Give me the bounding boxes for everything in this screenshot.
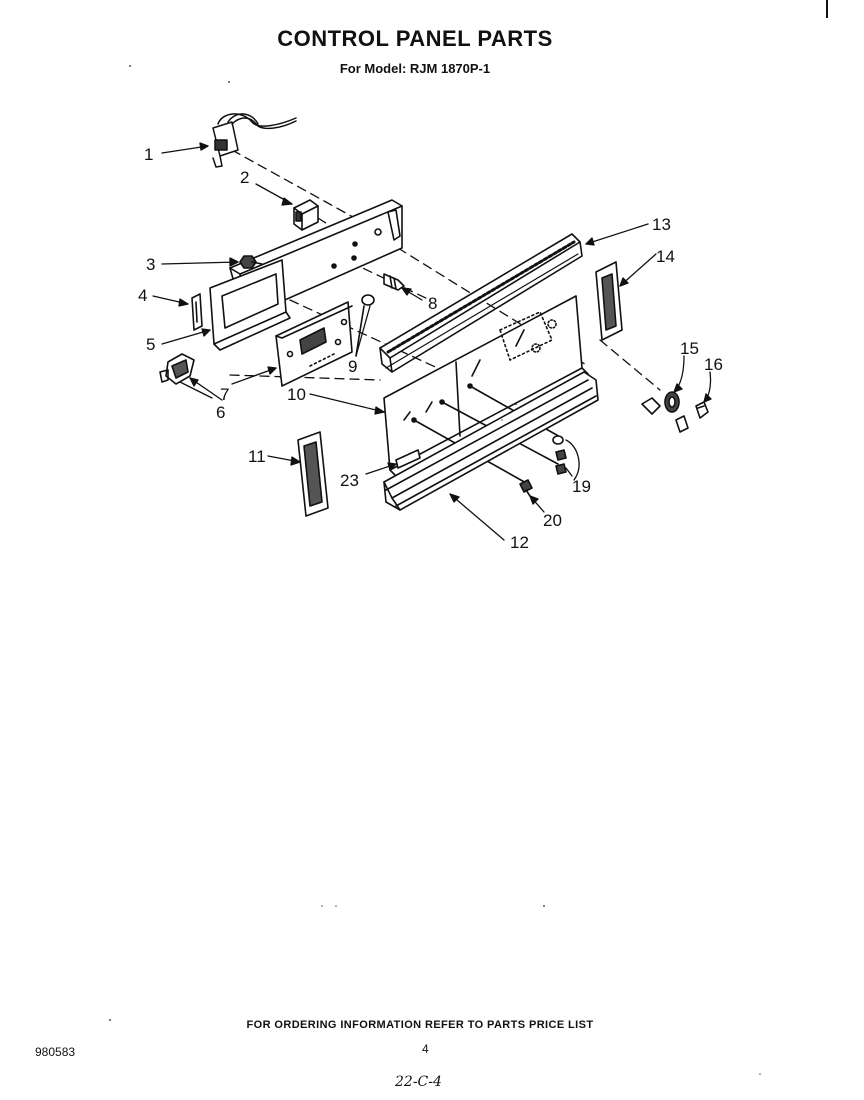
part-8-fastener: [383, 273, 405, 291]
part-2-terminal-block: [293, 199, 319, 231]
leader-lines: [152, 142, 712, 541]
scan-edge-mark: [826, 0, 828, 18]
callout-numbers: 1 2 3 4 5 6 7 8 9 10 11 12 13 14 15 16 1…: [138, 145, 723, 552]
callout-10: 10: [287, 385, 306, 404]
part-7-display-board: [275, 301, 353, 387]
callout-9: 9: [348, 357, 357, 376]
part-9-knob: [355, 294, 375, 357]
model-subtitle: For Model: RJM 1870P-1: [339, 61, 491, 76]
callout-3: 3: [146, 255, 155, 274]
callout-6: 6: [216, 403, 225, 422]
scan-specks: [109, 65, 761, 1075]
part-3-screw: [239, 255, 263, 269]
callout-12: 12: [510, 533, 529, 552]
knob-shaft-right: [641, 397, 689, 433]
ordering-info-note: FOR ORDERING INFORMATION REFER TO PARTS …: [246, 1019, 594, 1031]
callout-14: 14: [656, 247, 675, 266]
callout-4: 4: [138, 286, 147, 305]
part-4-bracket: [191, 293, 203, 331]
part-6-clip: [159, 353, 195, 385]
page-title: CONTROL PANEL PARTS: [277, 26, 553, 51]
callout-13: 13: [652, 215, 671, 234]
handwritten-note: 22-C-4: [395, 1074, 442, 1090]
callout-19: 19: [572, 477, 591, 496]
callout-5: 5: [146, 335, 155, 354]
part-5-window-frame: [209, 259, 291, 351]
page-number: 4: [422, 1042, 429, 1056]
callout-8: 8: [428, 294, 437, 313]
callout-23: 23: [340, 471, 359, 490]
callout-15: 15: [680, 339, 699, 358]
callout-16: 16: [704, 355, 723, 374]
part-15-knob: [664, 391, 680, 413]
callout-7: 7: [220, 385, 229, 404]
part-20-screw: [519, 479, 533, 497]
part-14-end-cap: [595, 261, 623, 341]
part-11-end-cap: [297, 431, 329, 517]
part-16-knob-insert: [695, 401, 709, 419]
part-19-screws: [552, 435, 567, 475]
callout-1: 1: [144, 145, 153, 164]
part-12-trim: [383, 371, 599, 511]
part-10-control-panel: [383, 295, 589, 485]
callout-11: 11: [248, 447, 266, 466]
part-1-switch: [212, 113, 297, 168]
document-number: 980583: [35, 1045, 76, 1059]
callout-2: 2: [240, 168, 249, 187]
part-23-clip: [395, 449, 421, 469]
part-13-rail: [379, 233, 583, 373]
callout-20: 20: [543, 511, 562, 530]
